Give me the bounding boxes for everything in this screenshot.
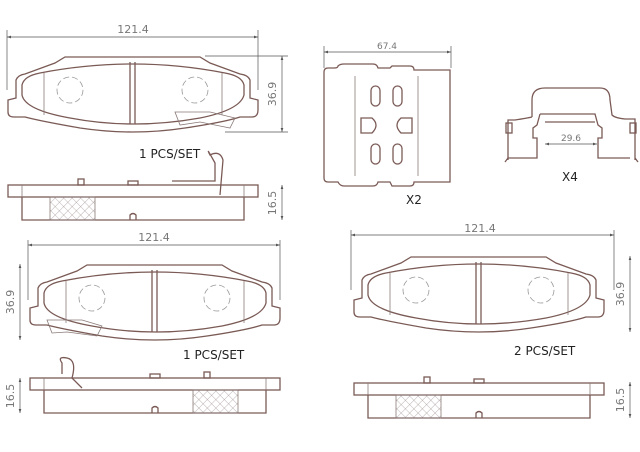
height-dimension-2: 36.9: [4, 290, 17, 315]
thickness-dimension-3: 16.5: [614, 388, 627, 413]
shim-quantity: X2: [406, 193, 422, 207]
width-dimension-3: 121.4: [464, 222, 496, 235]
inner-pad-quantity: 1 PCS/SET: [139, 147, 201, 161]
shim-width-dimension: 67.4: [377, 42, 397, 52]
height-dimension-3: 36.9: [614, 282, 627, 307]
thickness-dimension: 16.5: [266, 191, 279, 216]
clip-quantity: X4: [562, 170, 578, 184]
width-dimension-2: 121.4: [138, 231, 170, 244]
outer-pad-quantity: 2 PCS/SET: [514, 344, 576, 358]
width-dimension: 121.4: [117, 23, 149, 36]
abutment-clip-drawing: [504, 87, 639, 163]
inner-pad-2-side-view: [29, 356, 281, 414]
outer-pad-side-view: [353, 376, 605, 419]
wear-clip: [172, 150, 224, 196]
shim-drawing: [323, 63, 451, 187]
inner-pad-side-view: [7, 150, 259, 221]
clip-width-dimension: 29.6: [561, 134, 581, 144]
inner-pad-top-view: [7, 56, 259, 133]
thickness-dimension-2: 16.5: [4, 384, 17, 409]
wear-sensor: [174, 111, 236, 129]
outer-pad-top-view: [353, 256, 605, 333]
height-dimension: 36.9: [266, 82, 279, 107]
inner-pad-2-quantity: 1 PCS/SET: [183, 348, 245, 362]
inner-pad-2-top-view: [29, 264, 281, 341]
